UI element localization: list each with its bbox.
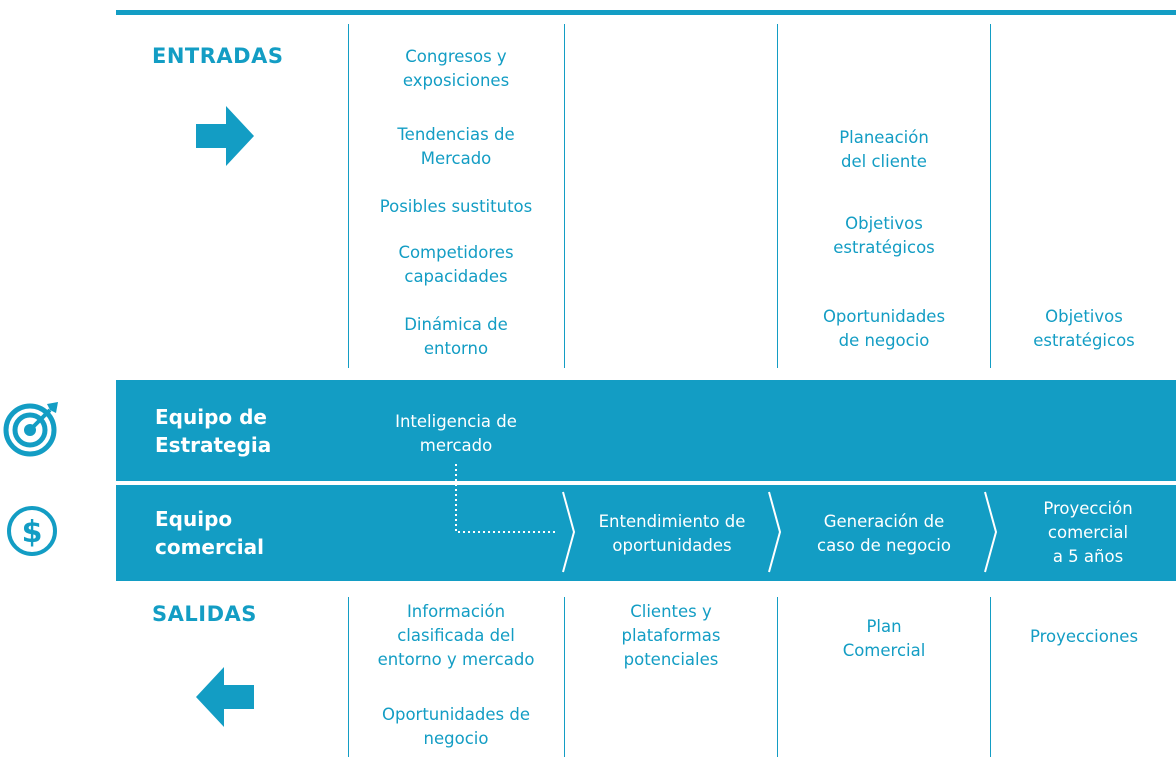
salida-item: Oportunidades de negocio <box>382 705 530 748</box>
entrada-item: Competidores capacidades <box>398 243 514 286</box>
chevron-right-icon <box>984 491 998 573</box>
activity-inteligencia: Inteligencia de mercado <box>395 412 517 455</box>
divider-salidas-4 <box>990 597 991 757</box>
divider-salidas-2 <box>564 597 565 757</box>
svg-text:$: $ <box>22 515 43 550</box>
entrada-item: Planeación del cliente <box>839 128 929 171</box>
salida-item: Clientes y plataformas potenciales <box>621 602 721 669</box>
connector-line <box>455 464 558 533</box>
chevron-right-icon <box>562 491 576 573</box>
input-arrow-icon <box>196 106 254 166</box>
entrada-item: Objetivos estratégicos <box>1033 307 1135 350</box>
divider-entradas-2 <box>564 24 565 368</box>
band-equipo-comercial <box>116 485 1176 581</box>
chevron-right-icon <box>768 491 782 573</box>
divider-entradas-3 <box>777 24 778 368</box>
entrada-item: Oportunidades de negocio <box>822 307 946 350</box>
entrada-item: Congresos y exposiciones <box>402 47 510 90</box>
divider-salidas-3 <box>777 597 778 757</box>
entrada-item: Objetivos estratégicos <box>833 214 935 257</box>
divider-entradas-4 <box>990 24 991 368</box>
divider-salidas-1 <box>348 597 349 757</box>
entrada-item: Posibles sustitutos <box>379 197 533 216</box>
divider-entradas-1 <box>348 24 349 368</box>
band-label-comercial: Equipo comercial <box>155 507 264 559</box>
top-rule <box>116 10 1176 15</box>
salida-item: Proyecciones <box>1029 627 1139 646</box>
salidas-title: SALIDAS <box>152 602 257 626</box>
salida-item: Información clasificada del entorno y me… <box>377 602 535 669</box>
salida-item: Plan Comercial <box>842 617 926 660</box>
step-proyeccion: Proyección comercial a 5 años <box>1043 499 1133 566</box>
band-equipo-estrategia <box>116 380 1176 481</box>
band-label-estrategia: Equipo de Estrategia <box>155 405 272 457</box>
entrada-item: Tendencias de Mercado <box>397 125 515 168</box>
entrada-item: Dinámica de entorno <box>404 315 508 358</box>
output-arrow-icon <box>196 667 254 727</box>
target-icon <box>3 402 58 457</box>
step-entendimiento: Entendimiento de oportunidades <box>598 512 746 555</box>
entradas-title: ENTRADAS <box>152 44 284 68</box>
dollar-icon: $ <box>7 506 57 556</box>
step-generacion: Generación de caso de negocio <box>817 512 951 555</box>
